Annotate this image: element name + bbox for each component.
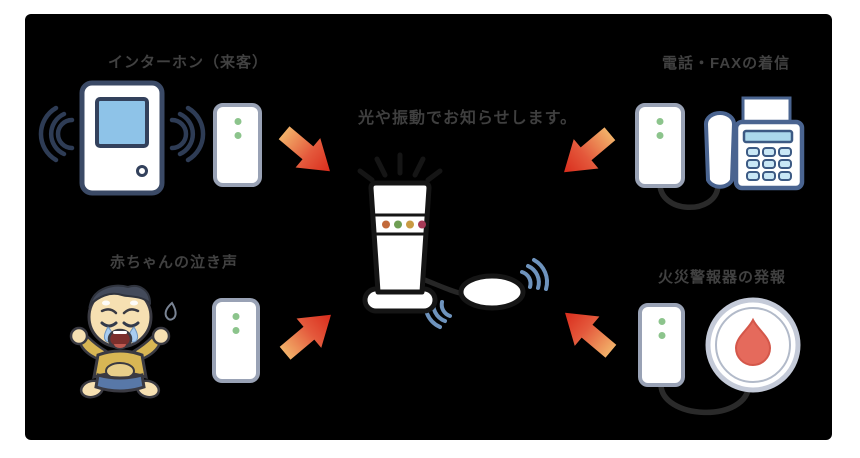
arrow-icon-bottom-left [279,314,331,360]
flash-rays-icon [357,152,443,183]
label-phone-fax: 電話・FAXの着信 [662,55,791,72]
alarm-inner-ring [715,307,791,383]
receiver-body [368,180,432,295]
led-green [656,132,664,139]
intercom-icon [38,80,206,196]
indicator-dot [418,220,426,229]
baby-forehead-shine [102,300,110,306]
baby-teeth [113,331,127,334]
vibration-pad-icon [458,273,526,311]
led-green [658,318,665,325]
fax-keypad [746,147,792,181]
indicator-dot [394,220,402,229]
baby-hand-left [69,326,89,346]
indicator-dot [382,220,390,229]
baby-eyes-closed [100,321,140,328]
center-caption: 光や振動でお知らせします。 [358,110,578,127]
arrow-icon-bottom-right [565,312,617,358]
fax-icon [704,96,805,191]
label-fire-alarm: 火災警報器の発報 [658,269,787,286]
flame-drop-icon [734,317,772,366]
intercom-button [136,165,148,177]
led-green [658,332,665,339]
fire-alarm-icon [705,297,801,393]
indicator-dot [406,220,414,229]
transmitter-icon-fax [635,103,685,188]
sound-waves-right-icon [169,105,206,163]
baby-icon [69,284,177,399]
transmitter-icon-baby [212,298,260,383]
transmitter-icon-alarm [638,303,685,387]
intercom-screen [95,97,149,148]
led-green [656,118,664,125]
led-green [234,118,241,125]
label-baby-cry: 赤ちゃんの泣き声 [110,254,239,271]
sweat-drop-icon [164,301,177,321]
baby-brows [100,308,140,315]
receiver-icon [357,152,550,329]
label-intercom: インターホン（来客） [108,54,269,71]
baby-hand-right [151,326,171,346]
fax-display [742,129,794,144]
baby-shorts [94,373,146,393]
baby-hair [88,284,152,309]
fax-paper [741,96,792,126]
transmitter-icon-intercom [213,103,262,187]
led-green [232,313,240,320]
baby-forehead-shine [130,300,138,306]
arrow-icon-top-left [278,126,330,172]
fax-handset [704,111,736,189]
led-green [234,132,241,139]
sound-waves-left-icon [38,105,75,163]
baby-tongue [114,344,126,348]
arrow-icon-top-right [564,127,616,173]
vibration-arcs-right-icon [520,258,550,291]
led-green [232,327,240,334]
